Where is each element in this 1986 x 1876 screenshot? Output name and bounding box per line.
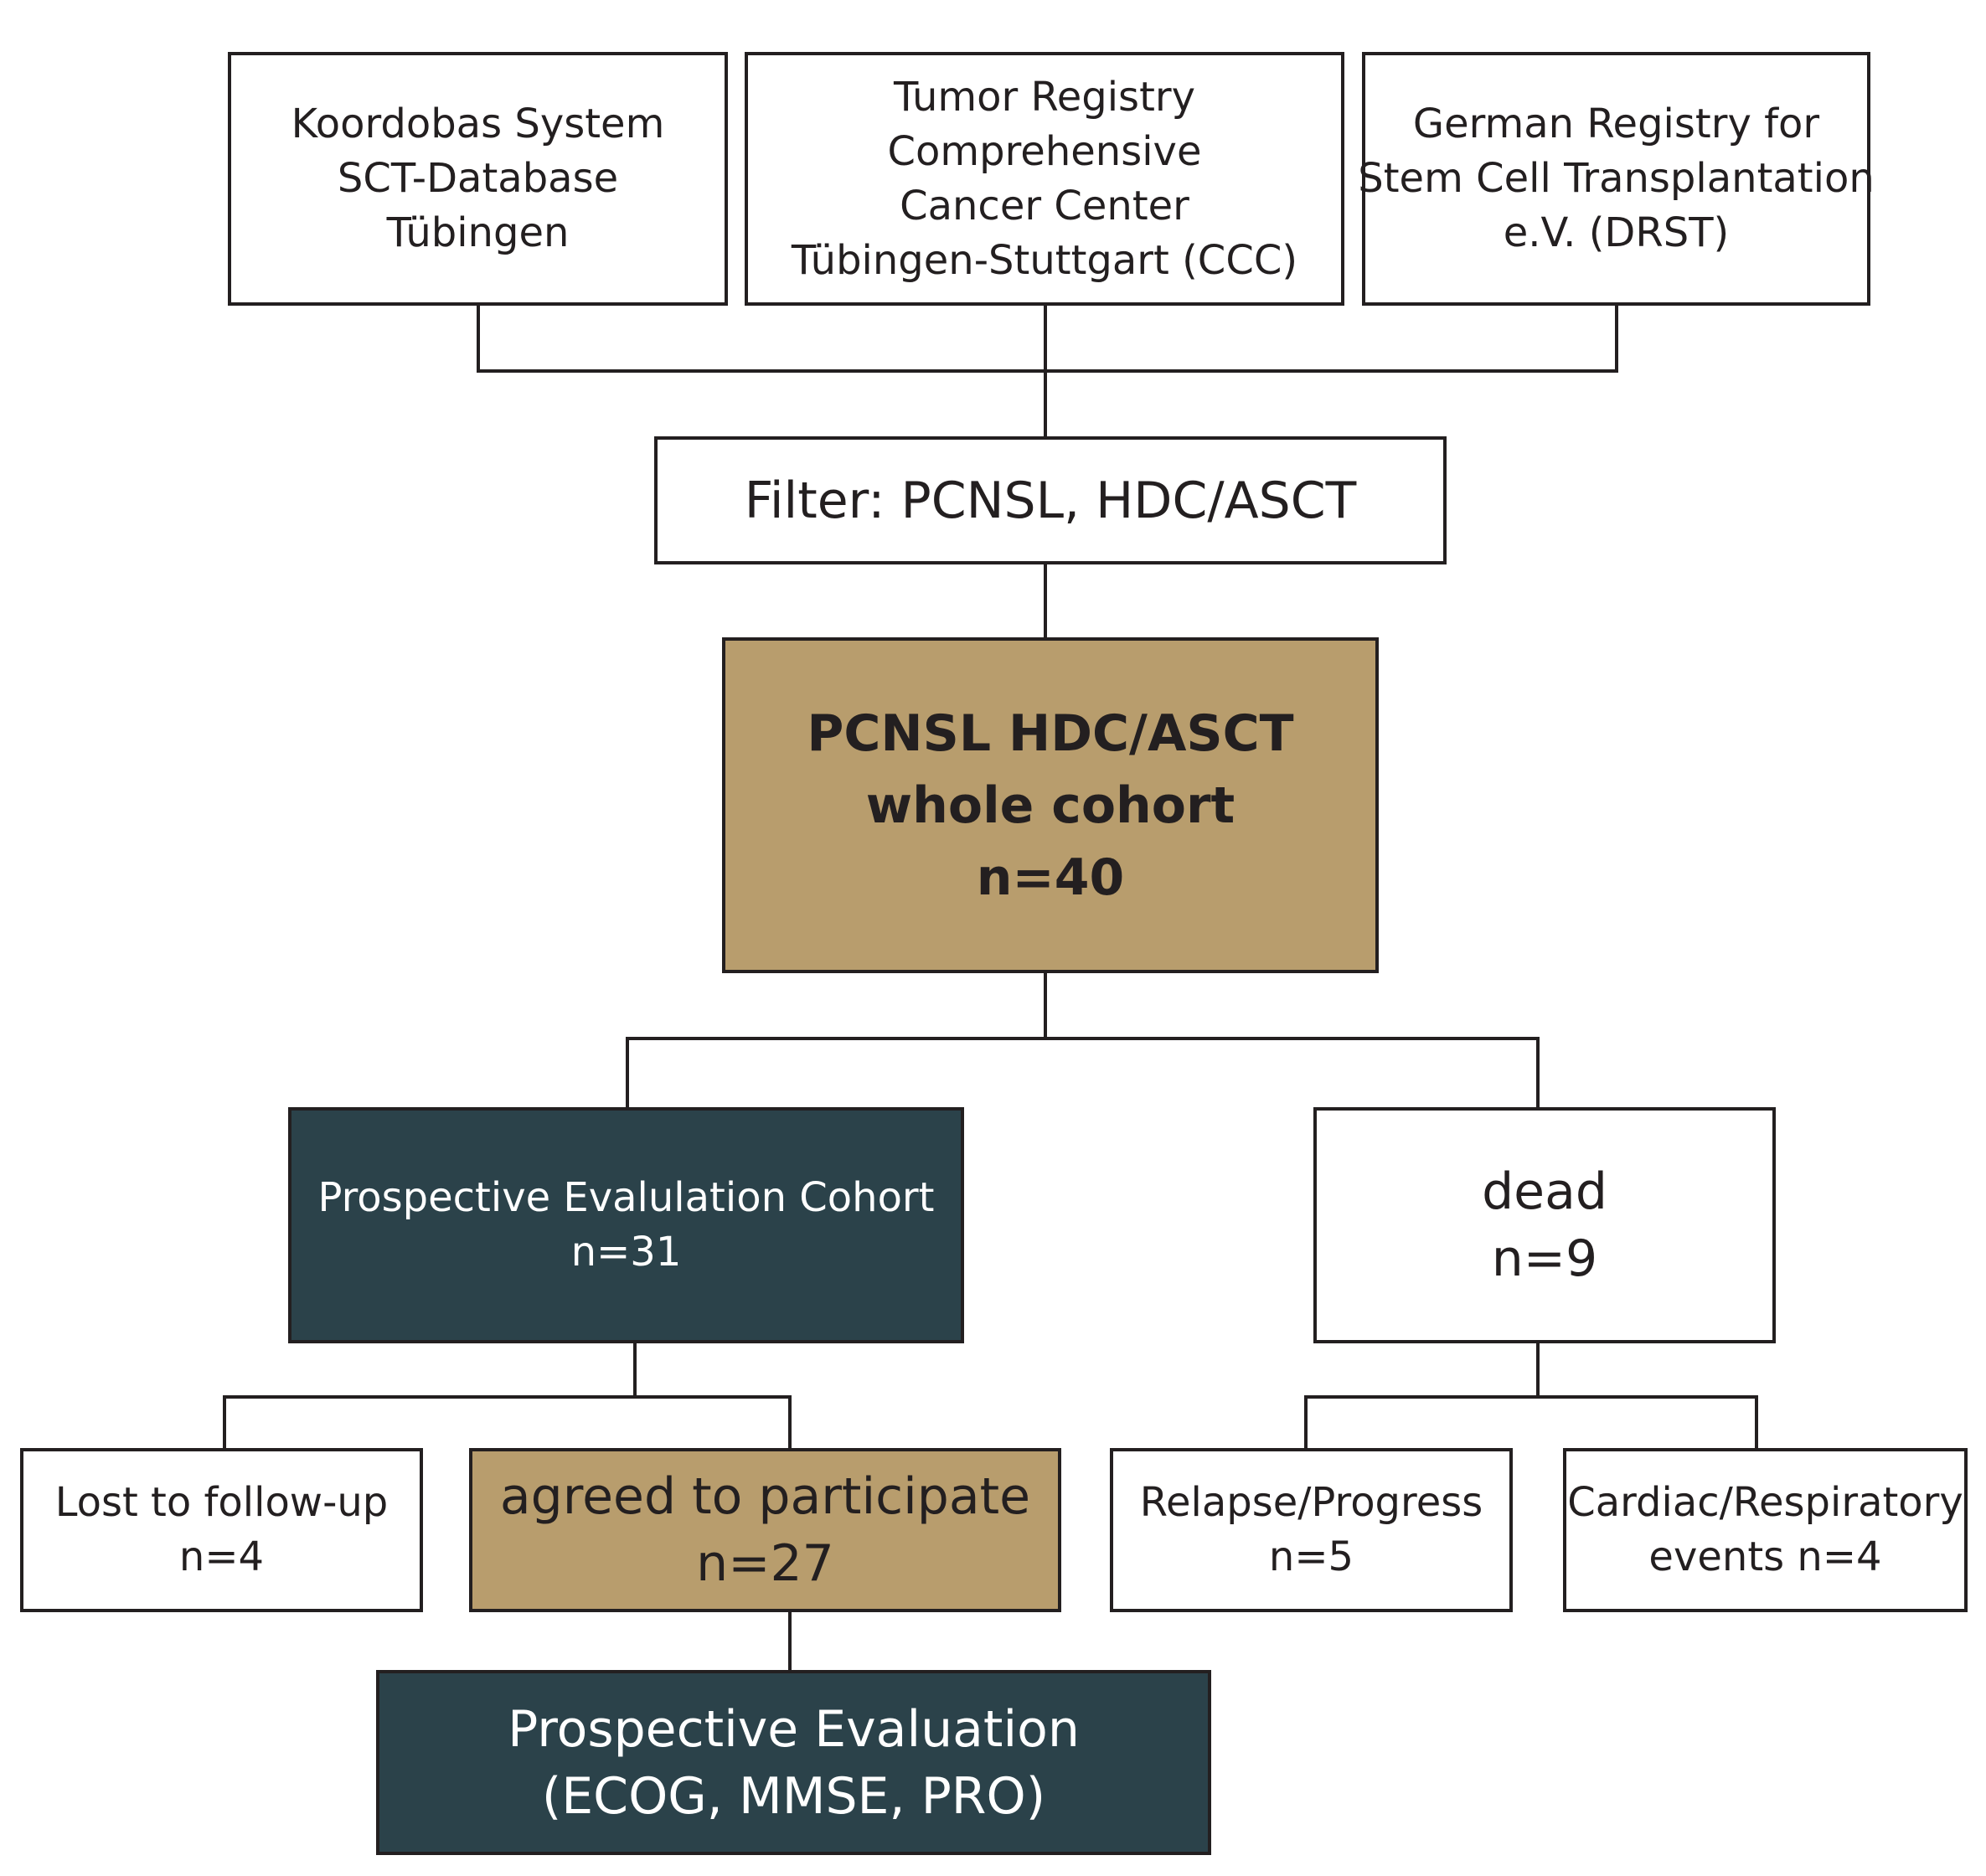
source-tumor-registry-box: Tumor Registry Comprehensive Cancer Cent… <box>745 52 1344 306</box>
box-text-line: events n=4 <box>1648 1533 1882 1580</box>
cardiac-respiratory-box: Cardiac/Respiratory events n=4 <box>1563 1448 1968 1612</box>
relapse-progress-box: Relapse/Progress n=5 <box>1110 1448 1513 1612</box>
box-text-line: whole cohort <box>865 776 1235 835</box>
box-text-line: Relapse/Progress <box>1139 1479 1483 1526</box>
source-german-registry-box: German Registry for Stem Cell Transplant… <box>1358 52 1875 306</box>
filter-box: Filter: PCNSL, HDC/ASCT <box>654 436 1447 564</box>
box-text-line: Tübingen-Stuttgart (CCC) <box>791 236 1298 284</box>
box-text-line: n=27 <box>696 1534 834 1593</box>
source-koordobas-box: Koordobas System SCT-Database Tübingen <box>228 52 728 306</box>
box-text-line: n=5 <box>1268 1533 1354 1580</box>
box-text-line: Tübingen <box>386 209 570 256</box>
prospective-cohort-box: Prospective Evalulation Cohort n=31 <box>288 1107 964 1343</box>
box-text-line: Prospective Evalulation Cohort <box>317 1174 935 1221</box>
box-text-line: n=4 <box>178 1533 265 1580</box>
box-text-line: Koordobas System <box>291 100 665 147</box>
box-text-line: Stem Cell Transplantation <box>1358 155 1875 202</box>
box-text-line: Prospective Evaluation <box>508 1699 1080 1759</box>
box-text-line: dead <box>1482 1162 1607 1221</box>
box-text-line: German Registry for <box>1412 100 1820 147</box>
box-text-line: e.V. (DRST) <box>1503 209 1730 256</box>
agreed-to-participate-box: agreed to participate n=27 <box>469 1448 1061 1612</box>
prospective-evaluation-box: Prospective Evaluation (ECOG, MMSE, PRO) <box>376 1670 1211 1855</box>
box-text-line: Tumor Registry <box>893 73 1196 121</box>
filter-label: Filter: PCNSL, HDC/ASCT <box>744 471 1357 530</box>
box-text-line: PCNSL HDC/ASCT <box>807 704 1294 763</box>
box-text-line: n=9 <box>1491 1229 1598 1288</box>
lost-to-follow-up-box: Lost to follow-up n=4 <box>20 1448 423 1612</box>
dead-box: dead n=9 <box>1313 1107 1776 1343</box>
box-text-line: agreed to participate <box>499 1467 1031 1526</box>
box-text-line: Cancer Center <box>900 182 1189 229</box>
box-text-line: Cardiac/Respiratory <box>1567 1479 1963 1526</box>
box-text-line: (ECOG, MMSE, PRO) <box>541 1766 1046 1826</box>
box-text-line: Comprehensive <box>887 127 1202 175</box>
box-text-line: SCT-Database <box>337 155 619 202</box>
box-text-line: n=31 <box>570 1229 682 1276</box>
whole-cohort-box: PCNSL HDC/ASCT whole cohort n=40 <box>722 637 1379 973</box>
box-text-line: n=40 <box>976 848 1125 907</box>
box-text-line: Lost to follow-up <box>54 1479 389 1526</box>
